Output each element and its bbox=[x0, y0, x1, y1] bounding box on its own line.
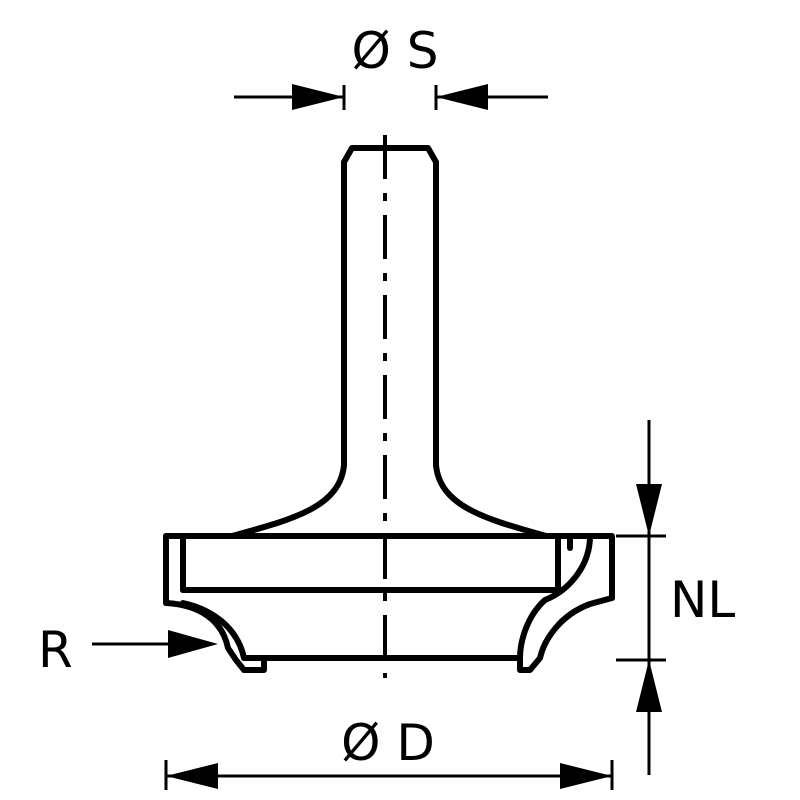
shank-diameter-label: Ø S bbox=[352, 22, 439, 80]
shank-outline bbox=[229, 145, 549, 539]
cutter-diameter-label: Ø D bbox=[341, 714, 435, 772]
radius-label: R bbox=[38, 621, 73, 679]
cutter-diameter-dimension bbox=[164, 760, 614, 790]
radius-leader bbox=[92, 630, 218, 658]
cutting-length-dimension bbox=[616, 420, 666, 775]
cutter-body bbox=[163, 533, 615, 673]
cutting-length-label: NL bbox=[670, 571, 735, 629]
shank-diameter-dimension bbox=[234, 84, 548, 110]
